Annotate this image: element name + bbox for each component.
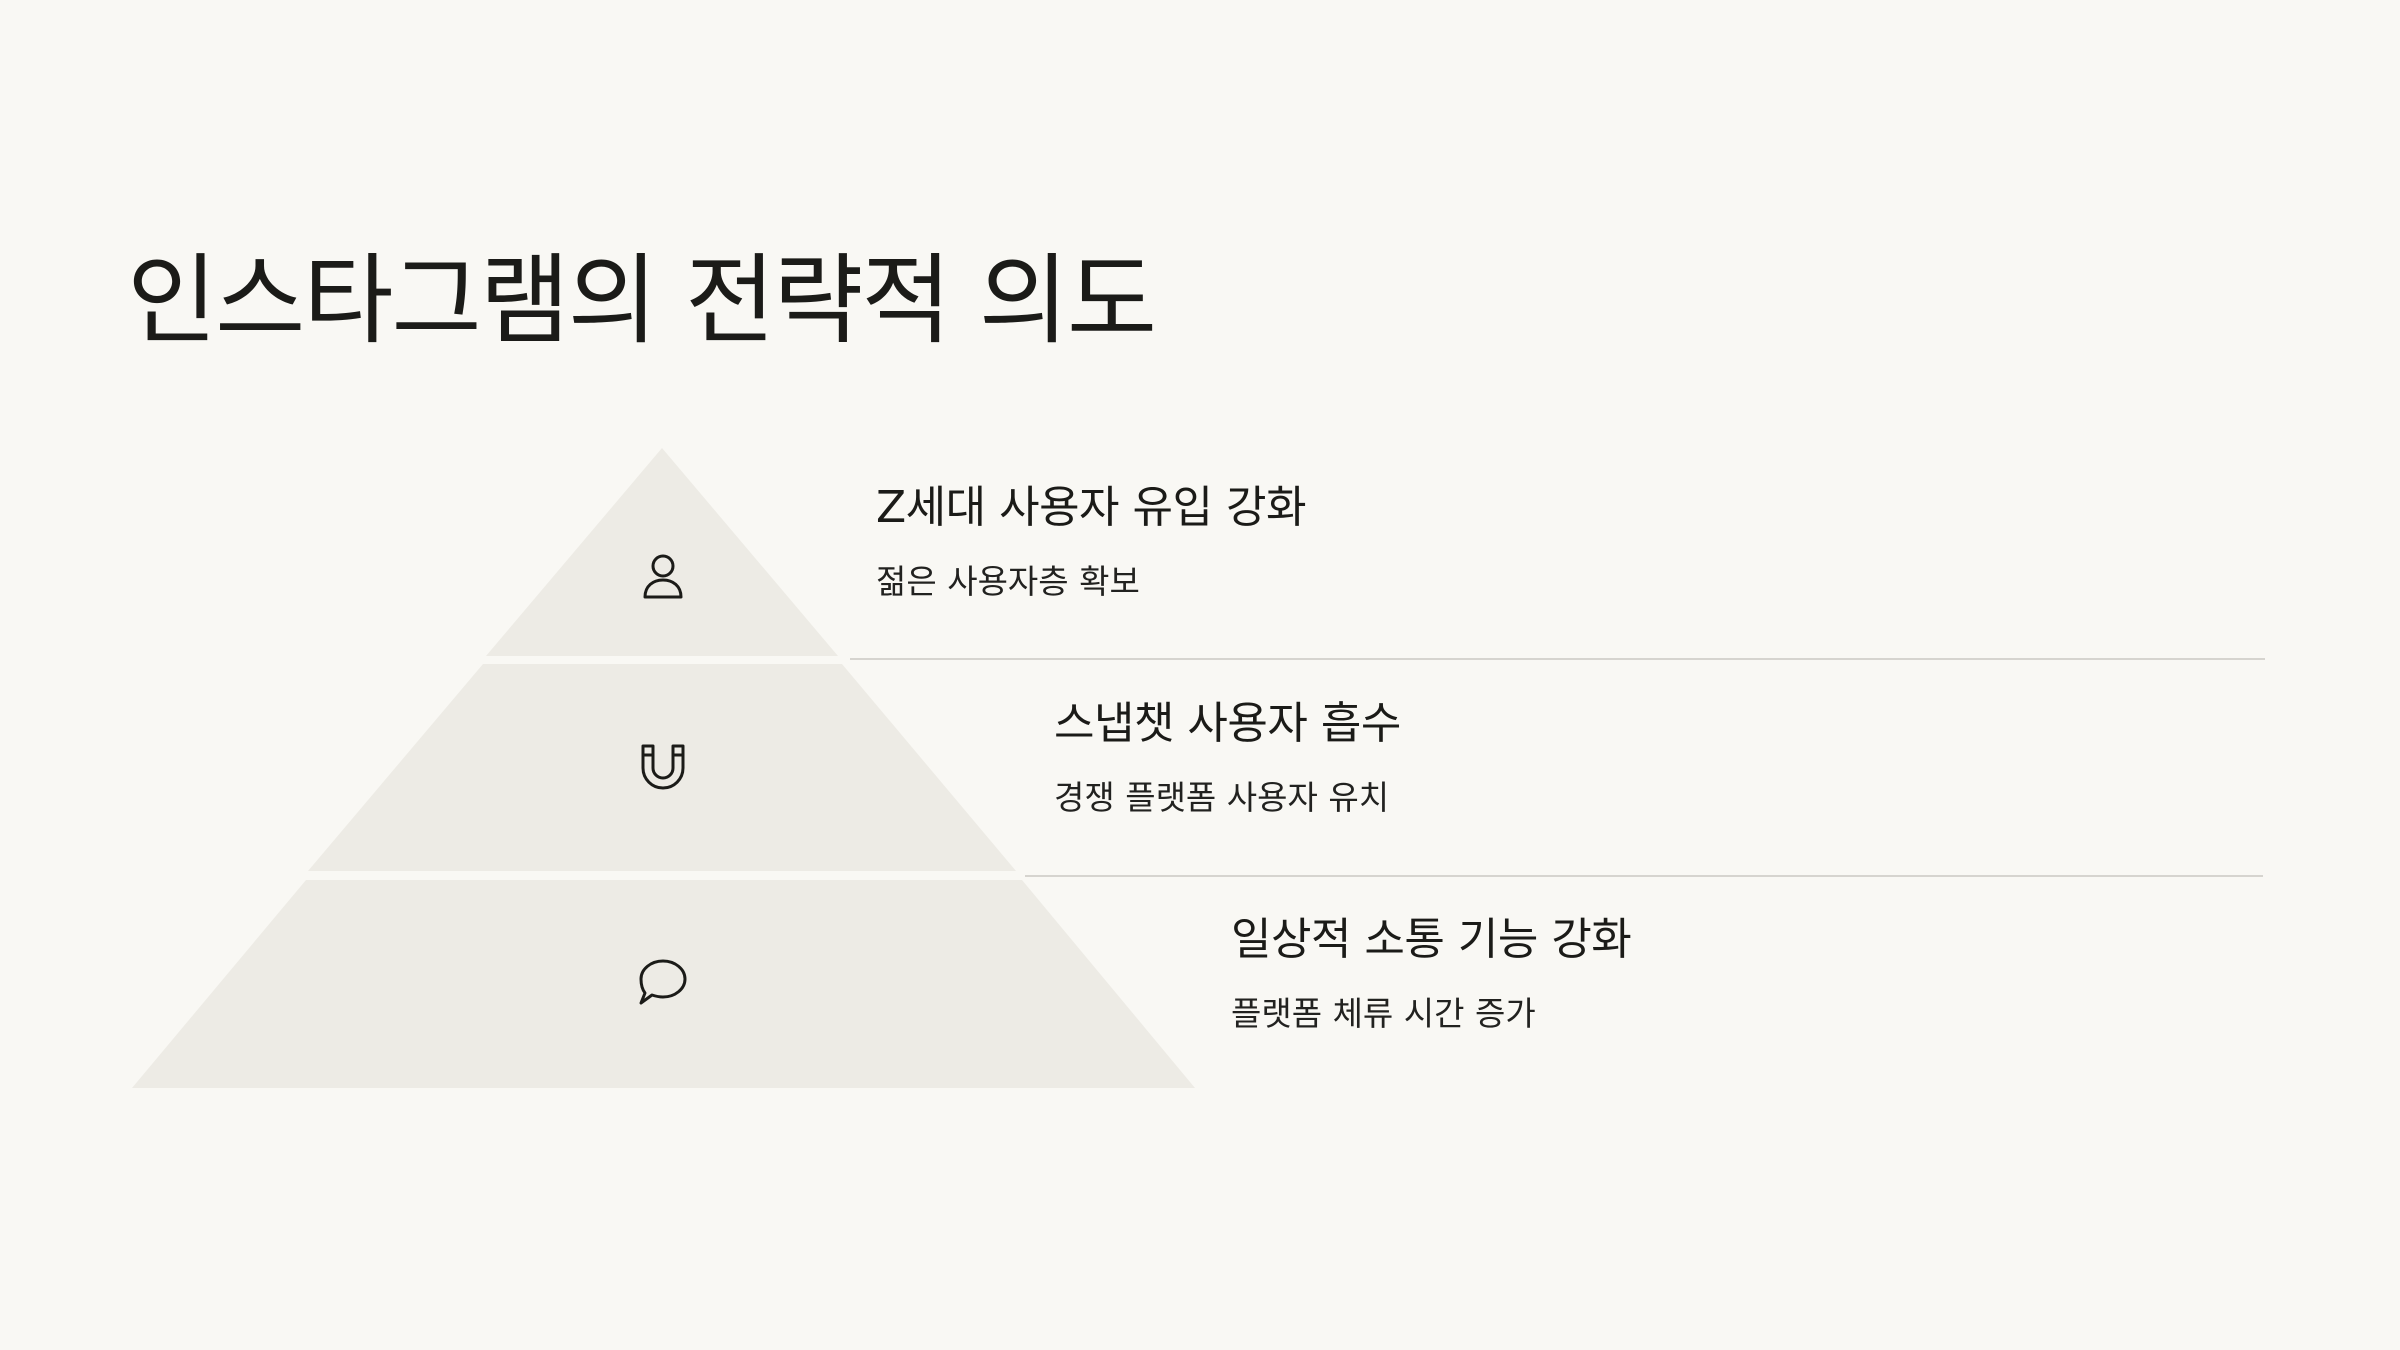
tier-divider-2 (1025, 875, 2263, 877)
tier-divider-1 (850, 658, 2265, 660)
pyramid-tier-top (486, 448, 838, 656)
tier-2-heading: 스냅챗 사용자 흡수 (1054, 698, 1401, 749)
chat-bubble-icon (635, 955, 691, 1011)
tier-1-subtext: 젊은 사용자층 확보 (876, 562, 1140, 601)
tier-1-heading: Z세대 사용자 유입 강화 (876, 482, 1306, 533)
tier-3-subtext: 플랫폼 체류 시간 증가 (1231, 994, 1536, 1033)
tier-1-text: Z세대 사용자 유입 강화 젊은 사용자층 확보 (876, 482, 1306, 601)
tier-3-heading: 일상적 소통 기능 강화 (1231, 914, 1632, 965)
pyramid-tier-bottom (132, 880, 1195, 1088)
magnet-icon (635, 738, 691, 794)
tier-3-text: 일상적 소통 기능 강화 플랫폼 체류 시간 증가 (1231, 914, 1632, 1033)
tier-2-text: 스냅챗 사용자 흡수 경쟁 플랫폼 사용자 유치 (1054, 698, 1401, 817)
tier-2-subtext: 경쟁 플랫폼 사용자 유치 (1054, 778, 1390, 817)
page-title: 인스타그램의 전략적 의도 (127, 244, 1157, 358)
user-icon (635, 549, 691, 605)
pyramid-tier-middle (308, 664, 1016, 871)
